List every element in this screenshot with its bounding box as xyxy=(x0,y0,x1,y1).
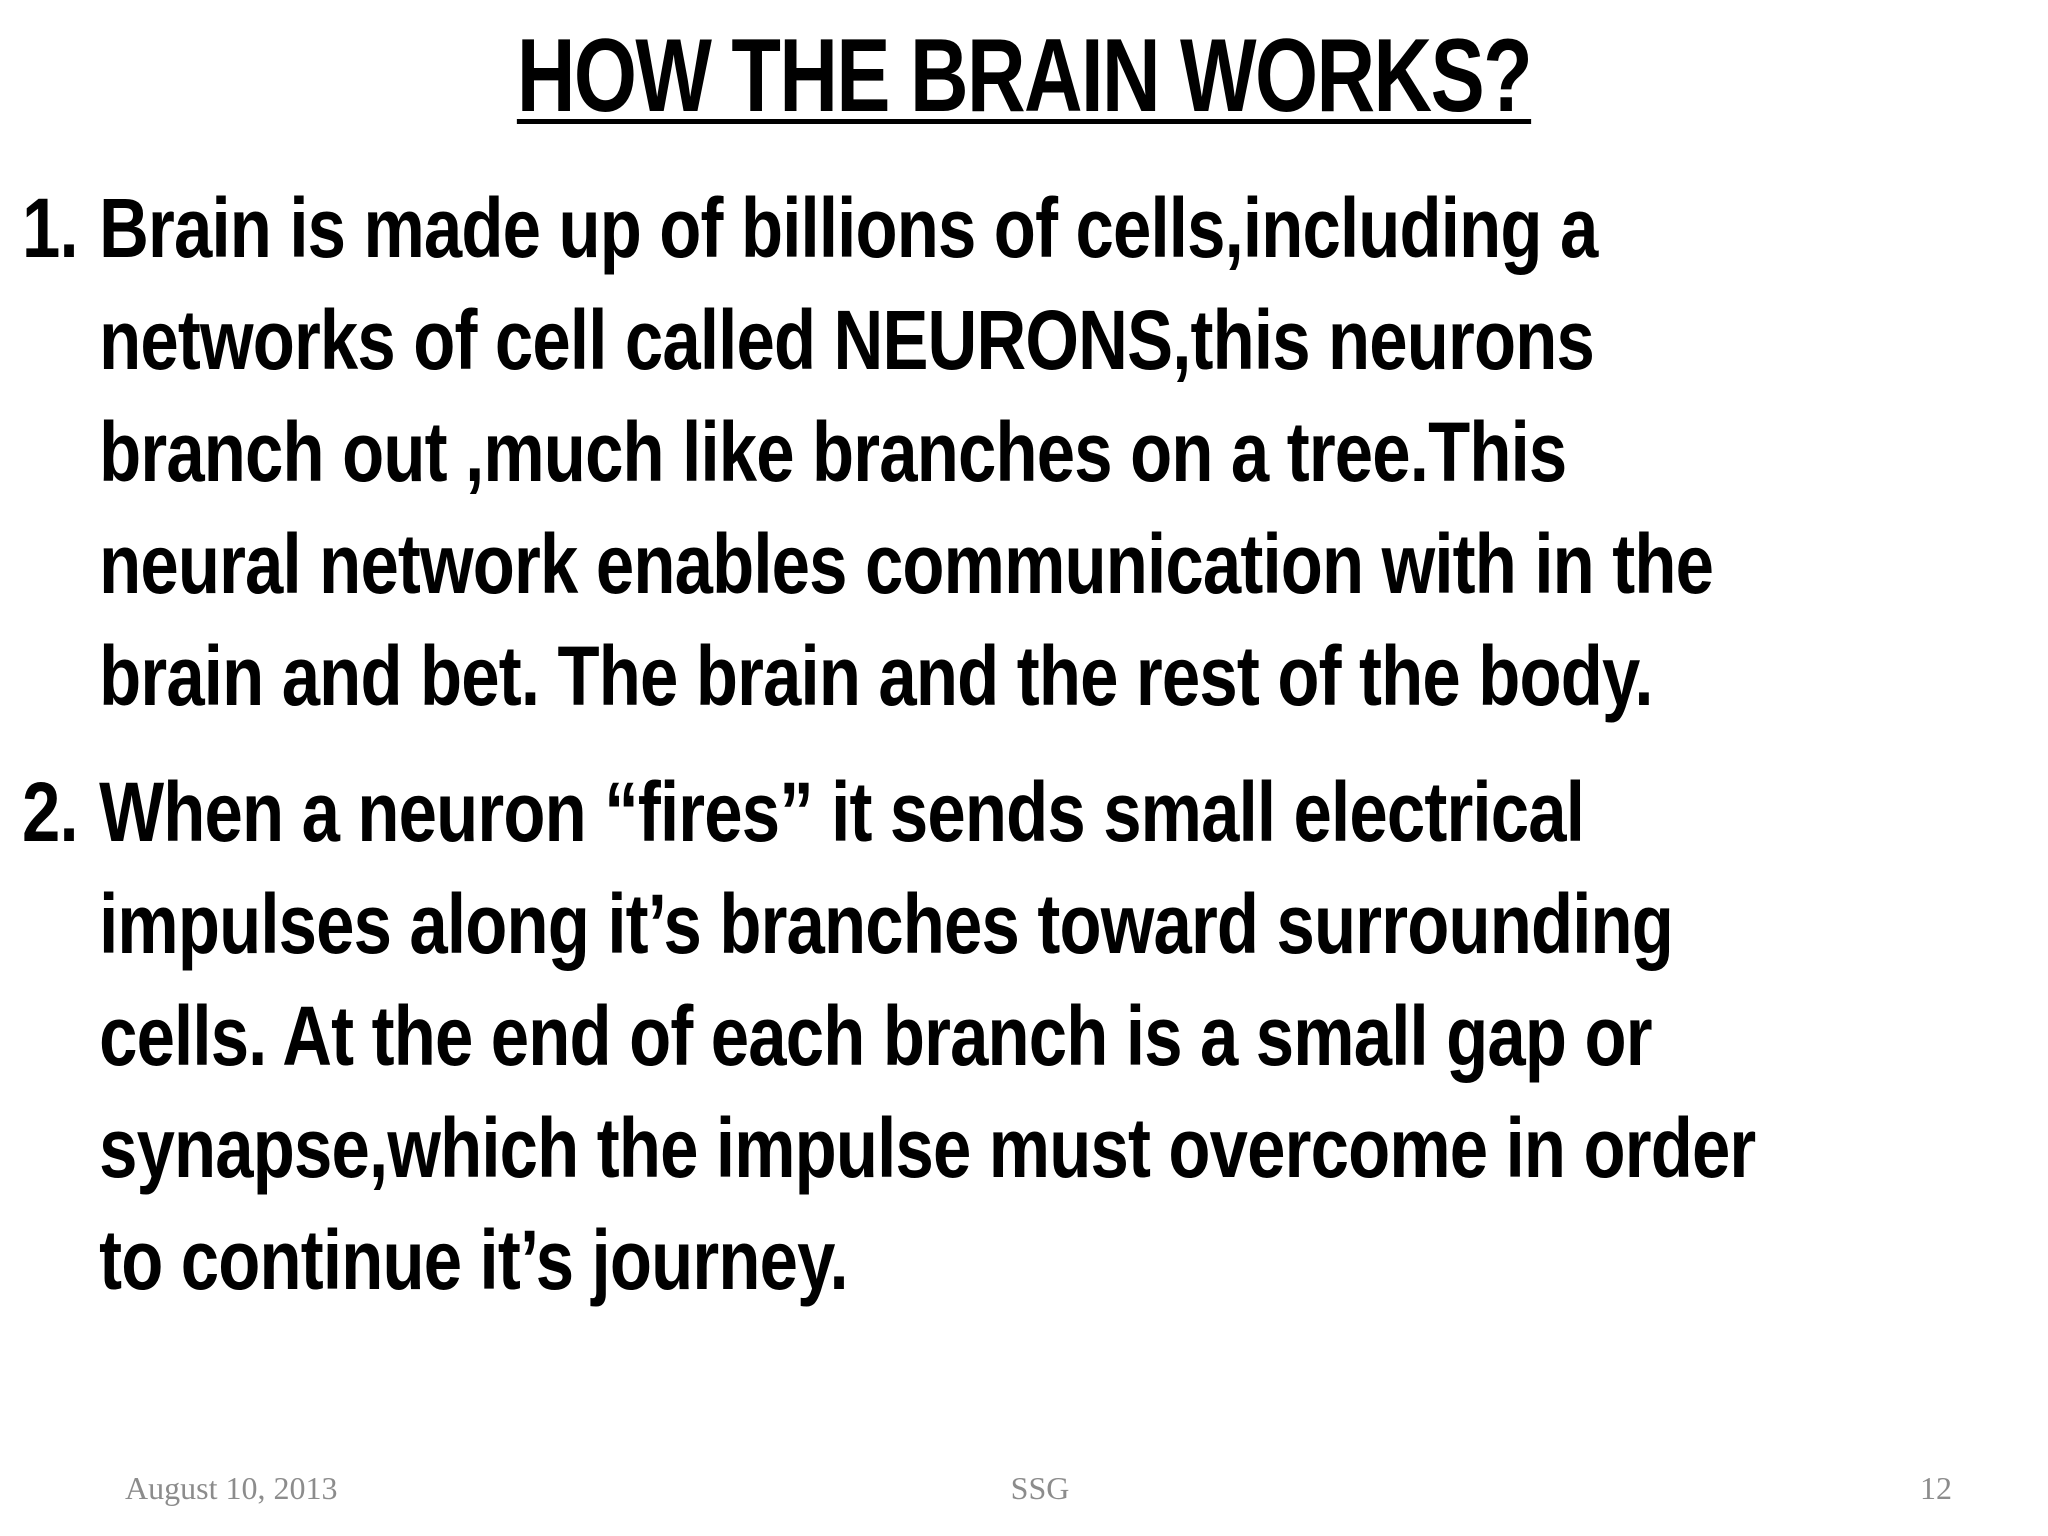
slide-body: 1. Brain is made up of billions of cells… xyxy=(22,172,1908,1340)
list-item: 2. When a neuron “fires” it sends small … xyxy=(22,756,1908,1316)
list-item-number: 1. xyxy=(22,181,79,275)
list-item: 1. Brain is made up of billions of cells… xyxy=(22,172,1908,732)
list-item-line: impulses along it’s branches toward surr… xyxy=(99,877,1674,971)
list-item-number: 2. xyxy=(22,765,79,859)
list-item-line: networks of cell called NEURONS,this neu… xyxy=(99,293,1595,387)
list-item-line: to continue it’s journey. xyxy=(99,1213,849,1307)
footer-page-number: 12 xyxy=(1920,1470,1952,1506)
list-item-line: Brain is made up of billions of cells,in… xyxy=(99,181,1598,275)
list-item-line: neural network enables communication wit… xyxy=(99,517,1714,611)
slide-title-text: HOW THE BRAIN WORKS? xyxy=(516,18,1533,134)
list-item-line: branch out ,much like branches on a tree… xyxy=(99,405,1567,499)
list-item-line: brain and bet. The brain and the rest of… xyxy=(99,629,1653,723)
footer-author: SSG xyxy=(1010,1470,1070,1506)
list-item-line: cells. At the end of each branch is a sm… xyxy=(99,989,1652,1083)
slide-title: HOW THE BRAIN WORKS? xyxy=(225,20,1822,132)
list-item-line: When a neuron “fires” it sends small ele… xyxy=(99,765,1585,859)
list-item-line: synapse,which the impulse must overcome … xyxy=(99,1101,1756,1195)
footer-date: August 10, 2013 xyxy=(125,1470,338,1506)
